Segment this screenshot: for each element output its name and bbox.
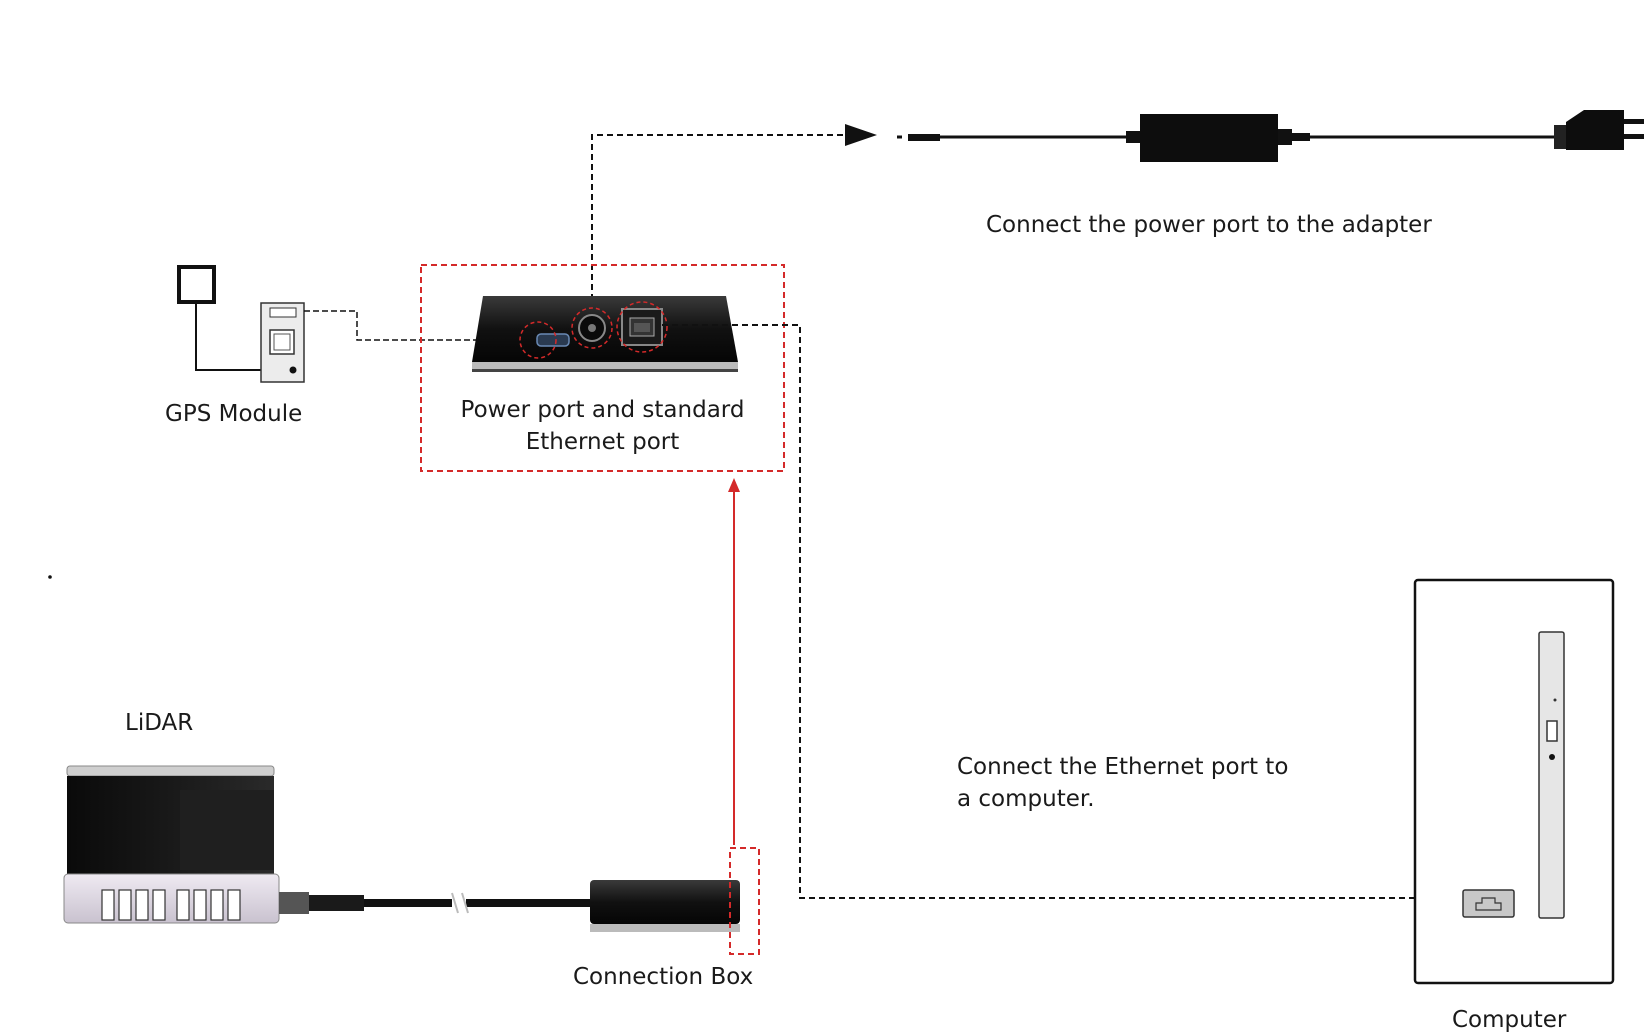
ports-label-line1: Power port and standard xyxy=(460,397,745,423)
power-adapter-label: Connect the power port to the adapter xyxy=(986,212,1432,238)
lidar-device xyxy=(63,765,590,924)
lidar-label: LiDAR xyxy=(125,710,194,736)
computer-label: Computer xyxy=(1452,1007,1567,1033)
connection-box xyxy=(590,847,760,955)
connection-box-ports-view xyxy=(472,296,738,372)
connection-box-label: Connection Box xyxy=(573,964,754,990)
ethernet-label-line1: Connect the Ethernet port to xyxy=(957,754,1289,780)
power-adapter xyxy=(897,110,1644,162)
computer xyxy=(1413,578,1615,985)
computer-ethernet-port xyxy=(1462,889,1515,918)
ports-highlight-frame xyxy=(420,264,785,472)
gps-module-label: GPS Module xyxy=(165,401,303,427)
gps-module xyxy=(177,265,537,383)
zoom-arrow xyxy=(728,478,740,845)
lidar-vents xyxy=(101,889,241,921)
stray-dot xyxy=(48,575,52,579)
ethernet-label-line2: a computer. xyxy=(957,786,1095,812)
ports-label-line2: Ethernet port xyxy=(525,429,680,455)
